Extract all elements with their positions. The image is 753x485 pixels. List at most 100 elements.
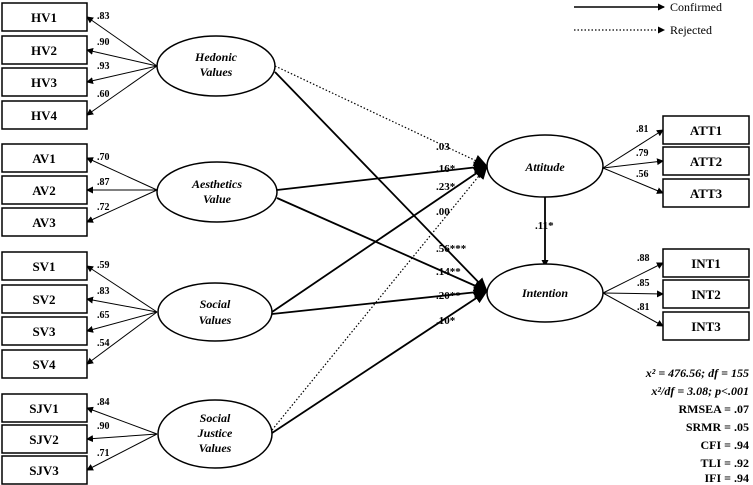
- indicator-label-att2: ATT2: [690, 154, 722, 169]
- group-aesthetics-value: AV1 AV2 AV3 .70 .87 .72 Aesthetics Value: [1, 143, 278, 237]
- indicator-label-int1: INT1: [691, 256, 721, 271]
- loading-arrow-att2: [602, 158, 664, 169]
- coef-sv-att: .23*: [436, 181, 456, 193]
- loading-att3: .56: [636, 169, 649, 180]
- loading-int2: .85: [637, 278, 650, 289]
- loading-sv3: .65: [97, 310, 110, 321]
- loading-arrow-av1: [86, 157, 158, 191]
- loading-arrow-sjv3: [86, 433, 158, 471]
- coef-hv-att: .03: [436, 141, 450, 153]
- loading-av2: .87: [97, 177, 110, 188]
- indicator-box-att1: [662, 115, 750, 145]
- indicator-box-sjv1: [1, 393, 88, 423]
- legend: Confirmed Rejected: [574, 0, 722, 37]
- path-sv-int: [271, 286, 488, 315]
- loading-hv4: .60: [97, 89, 110, 100]
- indicator-box-att3: [662, 178, 750, 208]
- group-intention: Intention INT1 INT2 INT3 .88 .85 .81: [486, 248, 750, 341]
- loading-sv4: .54: [97, 338, 110, 349]
- path-hv-att: [274, 65, 488, 167]
- latent-attitude: [486, 134, 604, 198]
- loading-sjv1: .84: [97, 397, 110, 408]
- legend-confirmed-label: Confirmed: [670, 0, 722, 14]
- path-sjv-att: [271, 165, 488, 431]
- group-social-values: SV1 SV2 SV3 SV4 .59 .83 .65 .54 Social V…: [1, 251, 273, 379]
- indicator-box-sjv3: [1, 455, 88, 485]
- indicator-box-sv4: [1, 349, 88, 379]
- path-coefficients: .03 .16* .23* .00 .56*** .14** .20** .10…: [436, 141, 554, 327]
- latent-social-values: [157, 282, 273, 342]
- fit-tli: TLI = .92: [700, 456, 749, 470]
- coef-av-att: .16*: [436, 163, 456, 175]
- indicator-box-int2: [662, 279, 750, 309]
- group-attitude: Attitude ATT1 ATT2 ATT3 .81 .79 .56: [486, 115, 750, 208]
- coef-sv-int: .20**: [436, 290, 461, 302]
- indicator-box-av3: [1, 207, 88, 237]
- latent-aesthetics-value: [156, 161, 278, 223]
- indicator-box-av1: [1, 143, 88, 173]
- path-hv-int: [274, 71, 488, 292]
- latent-label-av-line1: Aesthetics: [191, 177, 242, 191]
- loading-arrow-av3: [86, 189, 158, 223]
- loading-hv1: .83: [97, 11, 110, 22]
- coef-hv-int: .56***: [436, 243, 467, 255]
- indicator-box-hv2: [1, 35, 88, 65]
- latent-label-sv-line2: Values: [199, 313, 232, 327]
- indicator-label-int3: INT3: [691, 319, 721, 334]
- loading-arrow-sjv2: [86, 433, 158, 443]
- indicator-box-att2: [662, 146, 750, 176]
- latent-label-sjv-line2: Justice: [197, 426, 233, 440]
- coef-av-int: .14**: [436, 266, 461, 278]
- loading-arrow-sv4: [86, 311, 158, 365]
- indicator-label-sjv1: SJV1: [29, 401, 59, 416]
- indicator-box-sv1: [1, 251, 88, 281]
- loading-hv2: .90: [97, 37, 110, 48]
- fit-srmr: SRMR = .05: [686, 420, 749, 434]
- indicator-label-av2: AV2: [32, 183, 56, 198]
- structural-paths: [271, 65, 549, 434]
- loading-arrow-hv2: [86, 47, 158, 67]
- indicator-label-hv2: HV2: [31, 43, 57, 58]
- loading-arrow-sv3: [86, 311, 158, 333]
- coef-att-int: .11*: [535, 220, 554, 232]
- loading-arrow-sjv1: [86, 406, 158, 435]
- latent-label-sjv-line3: Values: [199, 441, 232, 455]
- loading-sjv2: .90: [97, 421, 110, 432]
- loading-sv2: .83: [97, 286, 110, 297]
- loading-arrow-int2: [602, 290, 664, 298]
- indicator-label-hv3: HV3: [31, 75, 58, 90]
- latent-social-justice-values: [157, 399, 273, 469]
- indicator-label-att1: ATT1: [690, 123, 722, 138]
- loading-arrow-hv1: [86, 16, 158, 67]
- indicator-box-av2: [1, 175, 88, 205]
- latent-label-hv-line2: Values: [200, 65, 233, 79]
- fit-chi-df: x²/df = 3.08; p<.001: [650, 384, 749, 398]
- fit-ifi: IFI = .94: [704, 471, 749, 485]
- indicator-label-att3: ATT3: [690, 186, 723, 201]
- indicator-box-sv3: [1, 316, 88, 346]
- loading-av3: .72: [97, 202, 110, 213]
- legend-rejected-label: Rejected: [670, 23, 712, 37]
- indicator-label-sv2: SV2: [32, 292, 55, 307]
- loading-arrow-sv2: [86, 296, 158, 313]
- indicator-label-hv1: HV1: [31, 10, 57, 25]
- fit-cfi: CFI = .94: [700, 438, 749, 452]
- group-hedonic-values: HV1 HV2 HV3 HV4 .83 .90 .93 .60 Hedonic …: [1, 2, 276, 130]
- loading-arrow-hv4: [86, 65, 158, 116]
- latent-hedonic-values: [156, 35, 276, 97]
- indicator-label-int2: INT2: [691, 287, 721, 302]
- loading-sv1: .59: [97, 260, 110, 271]
- loading-arrow-hv3: [86, 65, 158, 85]
- indicator-label-av1: AV1: [32, 151, 56, 166]
- loading-arrow-att3: [602, 167, 664, 194]
- path-sjv-int: [271, 290, 488, 434]
- latent-label-int: Intention: [521, 286, 568, 300]
- indicator-box-int3: [662, 311, 750, 341]
- indicator-box-hv1: [1, 2, 88, 32]
- loading-arrow-att1: [602, 129, 664, 169]
- fit-indices: x² = 476.56; df = 155 x²/df = 3.08; p<.0…: [645, 366, 749, 485]
- indicator-label-hv4: HV4: [31, 108, 58, 123]
- latent-intention: [486, 263, 604, 323]
- latent-label-hv-line1: Hedonic: [194, 50, 238, 64]
